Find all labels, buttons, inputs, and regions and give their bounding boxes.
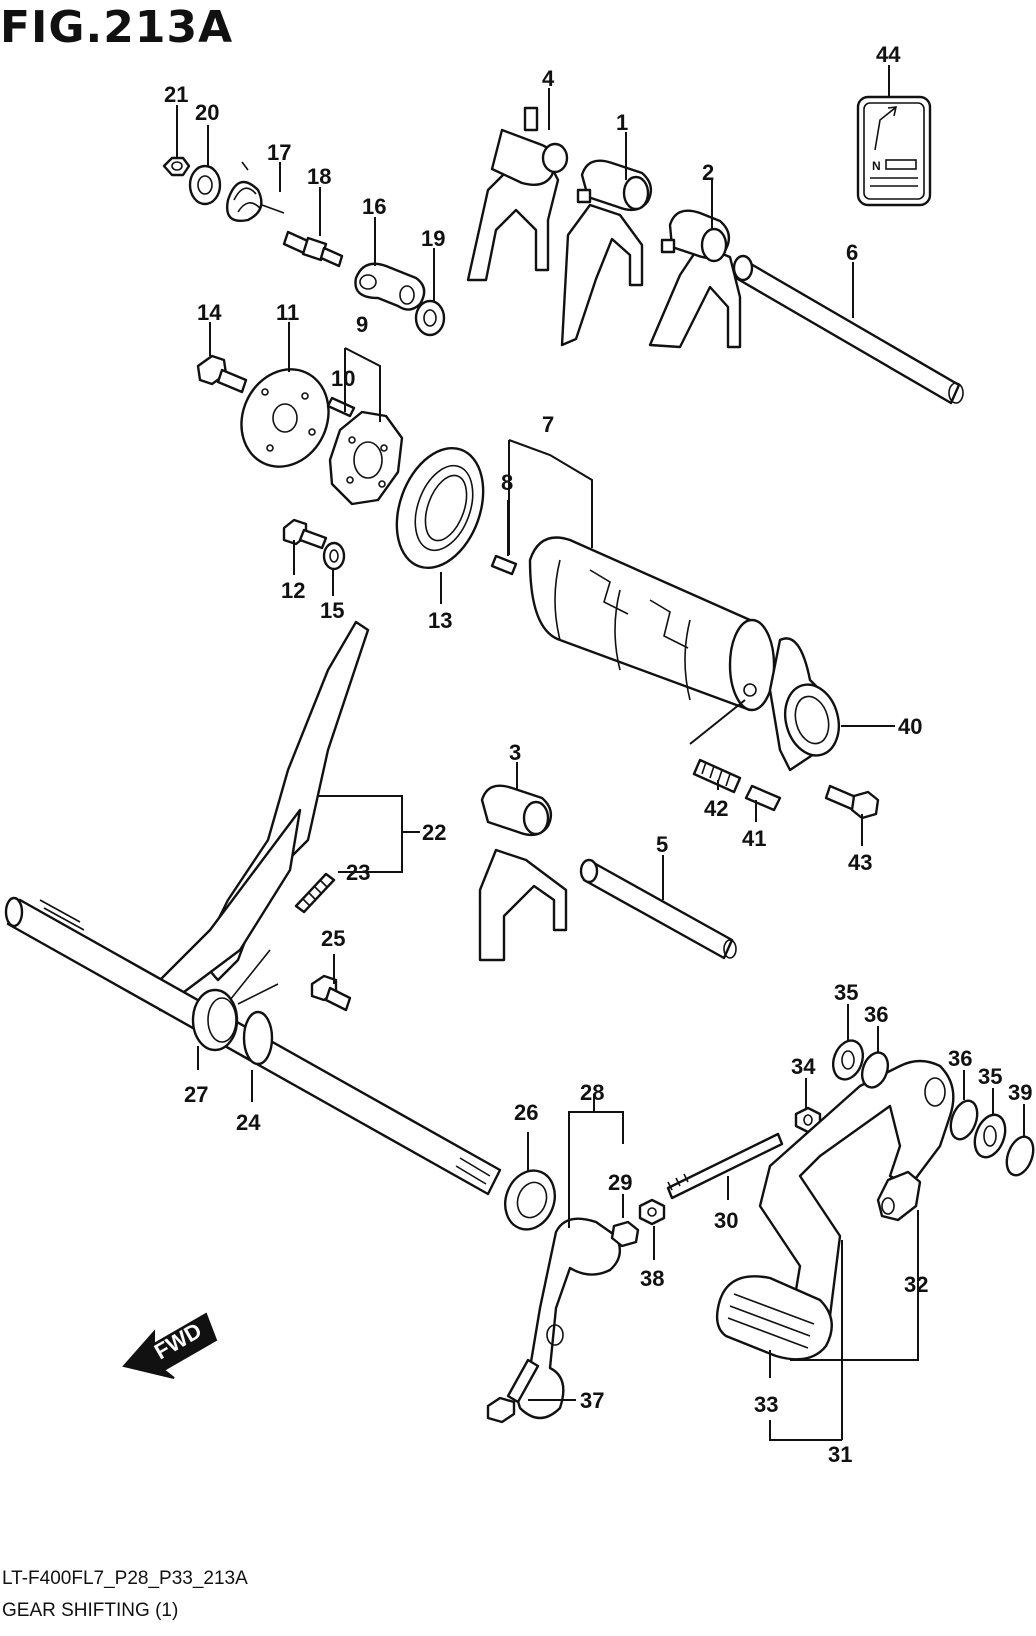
part-25-bolt bbox=[310, 974, 352, 1012]
callout-20: 20 bbox=[195, 100, 219, 125]
part-22-shift-shaft-arm bbox=[148, 620, 370, 1012]
part-37-bolt bbox=[486, 1358, 540, 1424]
callout-6: 6 bbox=[846, 240, 858, 265]
part-35-washer-b bbox=[973, 1113, 1007, 1159]
footer-model-code: LT-F400FL7_P28_P33_213A bbox=[2, 1568, 248, 1589]
part-13-bearing bbox=[395, 446, 485, 570]
part-18-pin bbox=[282, 230, 344, 268]
callout-10: 10 bbox=[331, 366, 355, 391]
figure-title: FIG.213A bbox=[0, 2, 234, 53]
part-6-fork-shaft bbox=[732, 254, 964, 405]
callout-4: 4 bbox=[542, 66, 555, 91]
part-8-pin bbox=[490, 554, 518, 576]
part-26-oil-seal bbox=[504, 1169, 556, 1231]
callout-30: 30 bbox=[714, 1208, 738, 1233]
part-24-shift-shaft bbox=[4, 896, 502, 1196]
callout-44: 44 bbox=[876, 42, 901, 67]
callout-28: 28 bbox=[580, 1080, 604, 1105]
callout-11: 11 bbox=[276, 300, 299, 325]
callout-24: 24 bbox=[236, 1110, 261, 1135]
callout-39: 39 bbox=[1008, 1080, 1032, 1105]
callout-17: 17 bbox=[267, 140, 291, 165]
callout-18: 18 bbox=[307, 164, 331, 189]
part-1-shift-fork bbox=[560, 159, 653, 347]
callout-41: 41 bbox=[742, 826, 766, 851]
callout-5: 5 bbox=[656, 832, 668, 857]
decal-gear-letter: N bbox=[872, 159, 881, 173]
callout-42: 42 bbox=[704, 796, 728, 821]
callout-36a: 36 bbox=[864, 1002, 888, 1027]
callout-15: 15 bbox=[320, 598, 344, 623]
part-17-spring bbox=[226, 161, 285, 222]
part-38-nut bbox=[638, 1198, 666, 1226]
part-7-shift-drum bbox=[528, 536, 776, 712]
callout-25: 25 bbox=[321, 926, 345, 951]
callout-12: 12 bbox=[281, 578, 305, 603]
part-14-bolt bbox=[196, 354, 248, 394]
callout-38: 38 bbox=[640, 1266, 664, 1291]
part-2-shift-fork bbox=[648, 209, 742, 349]
callout-7: 7 bbox=[542, 412, 554, 437]
part-4-shift-fork bbox=[466, 106, 569, 282]
part-16-arm bbox=[354, 262, 426, 311]
part-32-rubber-cap bbox=[876, 1170, 922, 1222]
part-10-pin bbox=[326, 396, 356, 418]
callout-26: 26 bbox=[514, 1100, 538, 1125]
callout-16: 16 bbox=[362, 194, 386, 219]
leader-lines bbox=[176, 65, 1025, 1441]
callout-21: 21 bbox=[164, 82, 188, 107]
part-12-screw bbox=[282, 518, 328, 550]
callout-13: 13 bbox=[428, 608, 452, 633]
part-36-o-ring-a bbox=[860, 1051, 890, 1089]
part-35-washer-a bbox=[831, 1039, 865, 1081]
part-29-nut bbox=[610, 1220, 640, 1248]
part-20-washer bbox=[188, 164, 222, 206]
callout-3: 3 bbox=[509, 740, 521, 765]
callout-19: 19 bbox=[421, 226, 445, 251]
callout-29: 29 bbox=[608, 1170, 632, 1195]
callout-22: 22 bbox=[422, 820, 446, 845]
part-40-stopper bbox=[768, 637, 840, 772]
part-5-fork-shaft bbox=[579, 858, 737, 960]
callout-33: 33 bbox=[754, 1392, 778, 1417]
part-21-nut bbox=[162, 156, 191, 177]
callout-37: 37 bbox=[580, 1388, 604, 1413]
callout-2: 2 bbox=[702, 160, 714, 185]
callout-34: 34 bbox=[791, 1054, 816, 1079]
footer-section-title: GEAR SHIFTING (1) bbox=[2, 1600, 179, 1621]
part-42-spring bbox=[692, 758, 742, 794]
part-27-return-spring bbox=[191, 949, 279, 1052]
callout-labels: 1 2 3 4 5 6 7 8 9 10 11 12 13 14 15 16 1… bbox=[164, 42, 1032, 1467]
callout-23: 23 bbox=[346, 860, 370, 885]
part-30-tie-rod bbox=[666, 1132, 784, 1200]
part-3-shift-fork bbox=[478, 784, 568, 962]
part-23-spring bbox=[294, 872, 336, 914]
callout-36b: 36 bbox=[948, 1046, 972, 1071]
callout-31: 31 bbox=[828, 1442, 852, 1467]
part-41-pin bbox=[744, 784, 782, 812]
part-9-cam bbox=[328, 410, 404, 506]
callout-9: 9 bbox=[356, 312, 368, 337]
callout-35a: 35 bbox=[834, 980, 858, 1005]
callout-43: 43 bbox=[848, 850, 872, 875]
callout-1: 1 bbox=[616, 110, 628, 135]
part-15-washer bbox=[322, 541, 346, 571]
part-44-decal: N bbox=[856, 95, 932, 207]
part-11-plate bbox=[240, 368, 330, 468]
callout-27: 27 bbox=[184, 1082, 208, 1107]
part-43-bolt bbox=[824, 784, 880, 820]
part-39-circlip bbox=[1005, 1135, 1035, 1177]
part-19-washer bbox=[414, 299, 446, 337]
callout-35b: 35 bbox=[978, 1064, 1002, 1089]
callout-32: 32 bbox=[904, 1272, 928, 1297]
callout-8: 8 bbox=[501, 470, 513, 495]
part-33-pedal-rubber bbox=[715, 1275, 833, 1361]
part-36-o-ring-b bbox=[949, 1099, 979, 1141]
callout-14: 14 bbox=[197, 300, 222, 325]
callout-40: 40 bbox=[898, 714, 922, 739]
forward-arrow-icon: FWD bbox=[122, 1312, 218, 1379]
